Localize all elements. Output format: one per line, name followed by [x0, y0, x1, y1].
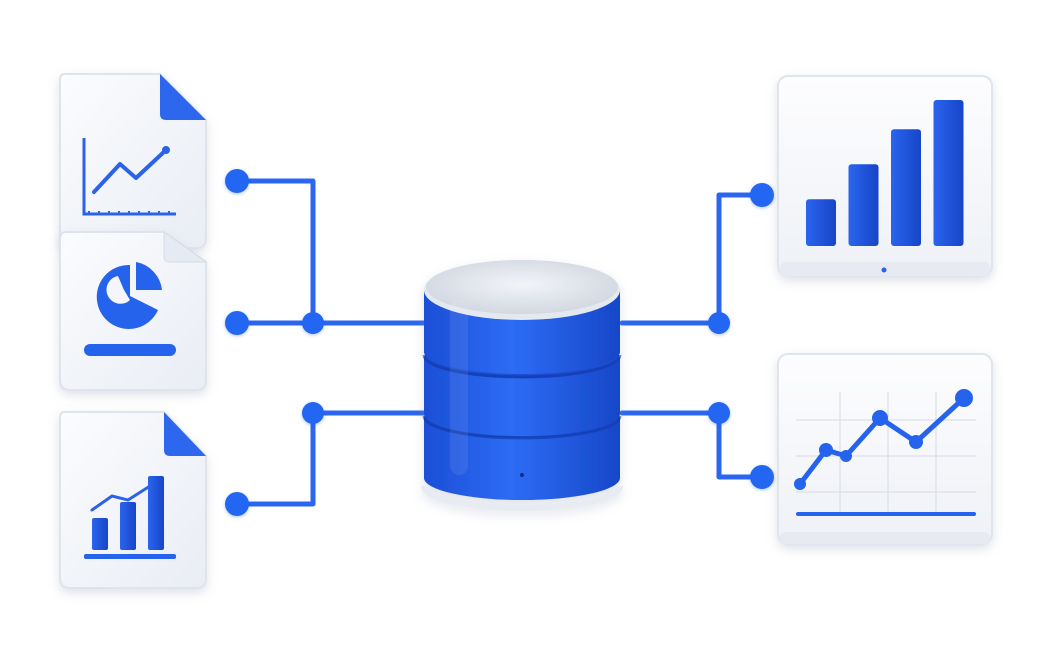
- left-connector-nodes: [225, 169, 324, 516]
- bar-chart-panel-icon: [777, 75, 993, 277]
- bar-panel-bars: [806, 100, 964, 246]
- database-cylinder-icon: [421, 260, 623, 511]
- connector-bar-chart-panel: [619, 192, 765, 326]
- connector-bar-chart-document: [234, 410, 431, 507]
- bar-panel-bar: [806, 199, 836, 246]
- connector-node: [750, 465, 774, 489]
- bar-chart-document-icon: [59, 411, 207, 589]
- connector-node: [302, 402, 324, 424]
- connector-line-chart-panel: [619, 410, 765, 480]
- pie-chart-document-icon: [59, 231, 208, 391]
- bar-panel-bar: [848, 164, 879, 246]
- right-connector-nodes: [708, 183, 774, 489]
- line-chart-document-icon: [59, 73, 207, 249]
- connector-node: [708, 402, 730, 424]
- line-chart-panel-icon: [777, 353, 993, 545]
- connector-line-chart-document: [234, 178, 316, 326]
- connector-node: [750, 183, 774, 207]
- connector-node: [225, 492, 249, 516]
- bar-panel-bar: [891, 129, 921, 246]
- bar-panel-bar: [933, 100, 964, 246]
- right-connectors: [619, 192, 765, 480]
- connector-node: [302, 312, 324, 334]
- connector-node: [225, 311, 249, 335]
- connector-node: [708, 312, 730, 334]
- connector-node: [225, 169, 249, 193]
- left-connectors: [234, 178, 431, 507]
